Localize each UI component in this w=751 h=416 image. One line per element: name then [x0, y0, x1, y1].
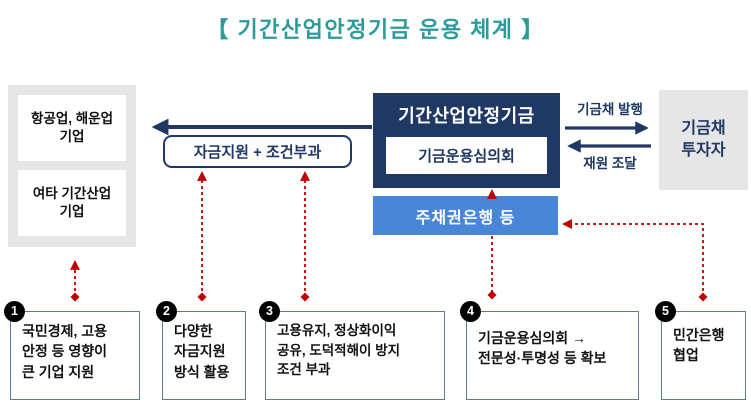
- note-badge-3: 3: [259, 301, 280, 322]
- fund-committee-box: 기금운용심의회: [386, 137, 547, 174]
- bond-investor-box: 기금채 투자자: [659, 90, 748, 190]
- fund-title: 기간산업안정기금: [398, 106, 535, 126]
- note-badge-1: 1: [4, 301, 25, 322]
- note-badge-4: 4: [460, 301, 481, 322]
- industry-group-panel: 항공업, 해운업 기업 여타 기간산업 기업: [8, 85, 136, 247]
- note5-connector: [562, 219, 708, 302]
- note-badge-5: 5: [655, 301, 676, 322]
- fund-main-box: 기간산업안정기금 기금운용심의회: [373, 93, 560, 188]
- note-badge-2: 2: [156, 301, 177, 322]
- diagram-title: 【 기간산업안정기금 운용 체계 】: [206, 17, 545, 42]
- funding-plus-conditions-label: 자금지원 + 조건부과: [163, 135, 352, 168]
- bond-issue-label: 기금채 발행: [577, 102, 643, 117]
- creditor-bank-box: 주채권은행 등: [373, 196, 558, 235]
- fund-raise-label: 재원 조달: [583, 156, 637, 171]
- industry-box-aviation-shipping: 항공업, 해운업 기업: [18, 95, 126, 161]
- industry-box-other-key-industries: 여타 기간산업 기업: [18, 170, 126, 236]
